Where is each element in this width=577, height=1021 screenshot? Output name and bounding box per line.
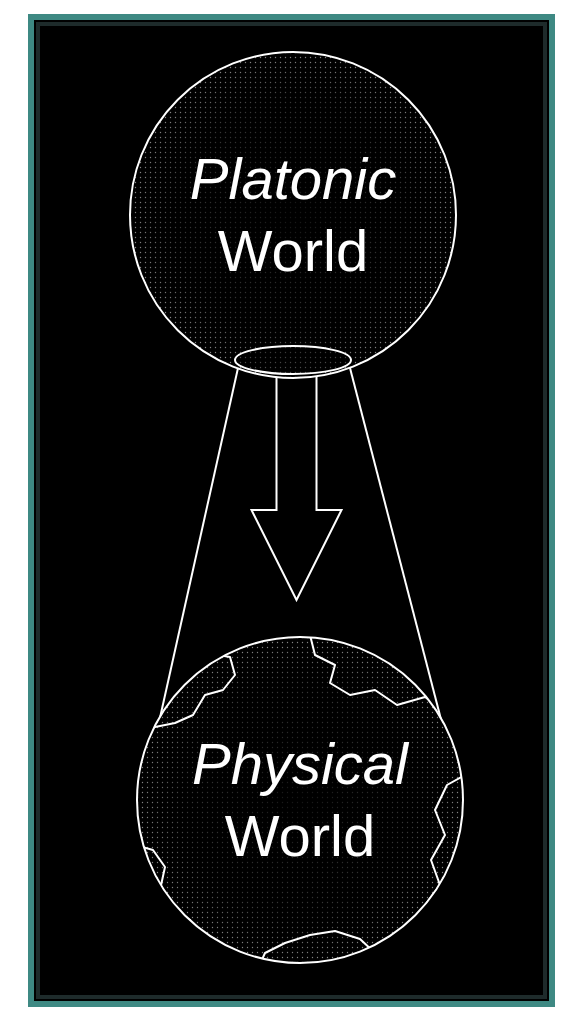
teal-frame (31, 17, 552, 1004)
sphere-node: Physical World (135, 635, 465, 965)
projection-arrow (252, 372, 342, 600)
sphere-title: Physical World (165, 728, 435, 873)
sphere-shape (128, 50, 458, 380)
inner-frame (38, 24, 545, 997)
black-ground (28, 14, 555, 1007)
sphere-outline (137, 637, 463, 963)
coastline (255, 931, 385, 965)
sphere-fill (130, 52, 456, 378)
sphere-title: Platonic World (158, 143, 428, 288)
coastline (415, 775, 465, 955)
dot-texture (137, 637, 463, 963)
dot-texture (130, 52, 456, 378)
continents (135, 635, 465, 965)
coastline (310, 635, 465, 725)
sphere-shade (130, 52, 456, 378)
coastline (135, 635, 235, 731)
sphere-node: Platonic World (128, 50, 458, 380)
sphere-shade (137, 637, 463, 963)
sphere-fill (137, 637, 463, 963)
cone-base-ellipse (235, 346, 351, 374)
sphere-shape (135, 635, 465, 965)
sphere-outline (130, 52, 456, 378)
